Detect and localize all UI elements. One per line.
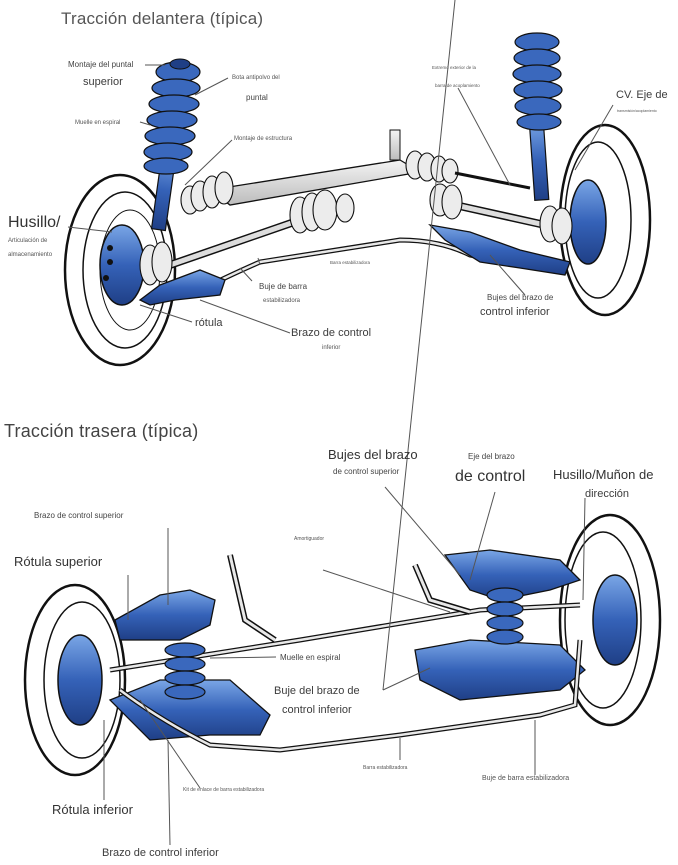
label-upper-arm-bushings: Bujes del brazo [328,447,418,462]
rear-assembly [23,0,662,846]
label-rear-lower-arm-bushing: Buje del brazo de [274,685,360,697]
front-right-lower-arm [428,224,571,276]
label-arm-shaft: Eje del brazo [468,452,515,461]
label-front-spindle-2: Articulación de [8,238,48,244]
label-rear-spindle-2: dirección [585,488,630,500]
label-tie-rod-end: Extremo exterior de la [432,65,477,70]
front-assembly [63,32,652,367]
label-rear-stab-bushing: Buje de barra estabilizadora [482,775,570,782]
label-upper-arm-bushings-2: de control superior [333,467,400,476]
front-left-lower-arm [138,269,226,306]
rear-left-wheel [23,583,127,777]
label-rear-lower-arm-bushing-2: control inferior [282,704,352,716]
rear-right-upper-arm [443,549,582,601]
label-front-lower-arm-2: inferior [322,345,341,351]
label-front-stab-bushing: Buje de barra [259,282,308,291]
label-front-lower-arm-bushings-2: control inferior [480,306,550,318]
front-leader-lines [67,64,614,334]
label-strut-dust-boot: Bota antipolvo del [232,75,280,81]
front-left-strut [143,58,201,232]
label-front-lower-arm: Brazo de control [291,327,372,339]
label-tie-rod-end-2: barra de acoplamiento [435,83,480,88]
label-front-lower-arm-bushings: Bujes del brazo de [487,293,554,302]
front-right-wheel [558,123,652,317]
rear-right-wheel [558,513,662,727]
label-frame-mount: Montaje de estructura [234,136,293,142]
label-rear-lower-arm: Brazo de control inferior [102,847,219,859]
steering-rack [180,129,531,215]
label-upper-strut-mount: Montaje del puntal [68,60,134,69]
label-front-spindle: Husillo/ [8,214,61,231]
front-left-wheel [63,173,177,367]
front-title: Tracción delantera (típica) [61,9,264,28]
rear-title: Tracción trasera (típica) [4,421,199,441]
rear-right-lower-arm [414,639,586,701]
label-arm-shaft-2: de control [455,468,526,485]
rear-coil-springs [164,587,524,700]
label-shock: Amortiguador [294,536,325,542]
label-front-stab-bushing-2: estabilizadora [263,298,301,304]
rear-leader-lines [103,0,586,846]
label-cv-axle-2: transmisión/acoplamiento [617,109,657,113]
label-upper-strut-mount-2: superior [83,76,123,88]
rear-left-upper-arm [114,589,216,641]
label-rear-spindle: Husillo/Muñon de [553,467,654,482]
label-front-spindle-3: almacenamiento [8,252,53,258]
label-strut-dust-boot-2: puntal [246,93,268,102]
front-right-strut [512,32,563,202]
label-cv-axle: CV. Eje de [616,89,668,101]
label-lower-ball-joint: Rótula inferior [52,802,133,817]
label-front-stabilizer-bar: Barra estabilizadora [330,260,371,265]
label-front-ball-joint: rótula [195,317,223,329]
label-rear-coil-spring: Muelle en espiral [280,653,341,662]
label-front-coil-spring: Muelle en espiral [75,120,121,126]
label-rear-stabilizer-bar: Barra estabilizadora [363,765,408,771]
label-stab-link-kit: Kit de enlace de barra estabilizadora [183,787,265,793]
label-upper-arm: Brazo de control superior [34,511,124,520]
label-upper-ball-joint: Rótula superior [14,554,103,569]
